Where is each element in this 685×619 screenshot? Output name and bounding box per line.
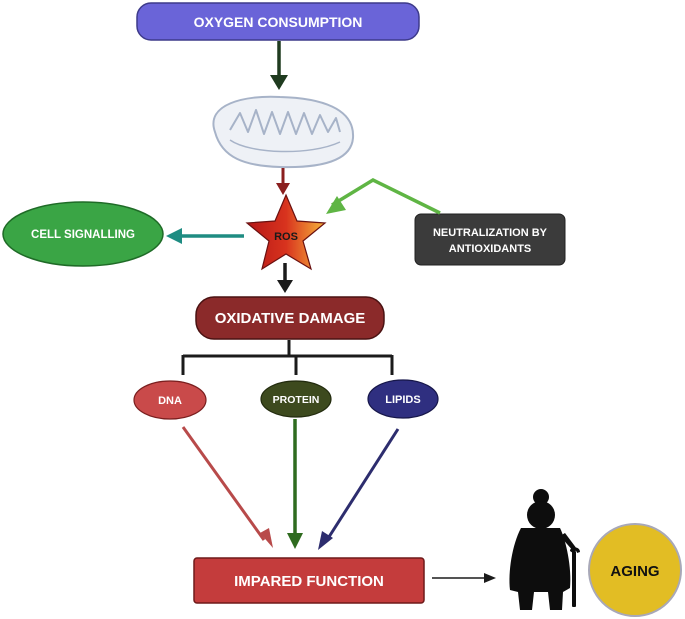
oxygen-consumption-node: OXYGEN CONSUMPTION [136, 2, 420, 41]
dna-label: DNA [158, 395, 182, 407]
arrow-protein-to-impaired [287, 419, 303, 549]
branch-connector [181, 340, 394, 375]
elderly-person-icon [509, 489, 580, 610]
oxidative-damage-node: OXIDATIVE DAMAGE [195, 296, 385, 340]
arrow-mitochondrion-to-ros [276, 168, 290, 195]
mitochondrion-icon [212, 95, 355, 169]
neutralization-node: NEUTRALIZATION BY ANTIOXIDANTS [414, 213, 566, 266]
arrow-impaired-to-aging [432, 573, 496, 583]
impaired-function-node: IMPARED FUNCTION [193, 557, 425, 604]
arrow-neutralization-to-ros [326, 178, 441, 215]
arrow-ros-to-cell-signalling [166, 228, 244, 244]
neutralization-label-line1: NEUTRALIZATION BY [433, 227, 548, 239]
ros-node: ROS [245, 193, 327, 271]
cell-signalling-node: CELL SIGNALLING [2, 201, 164, 267]
aging-label: AGING [610, 563, 659, 580]
dna-node: DNA [133, 380, 207, 420]
impaired-function-label: IMPARED FUNCTION [234, 573, 384, 590]
oxidative-damage-label: OXIDATIVE DAMAGE [215, 310, 366, 327]
protein-node: PROTEIN [260, 380, 332, 418]
lipids-label: LIPIDS [385, 394, 420, 406]
lipids-node: LIPIDS [367, 379, 439, 419]
arrow-dna-to-impaired [181, 426, 273, 548]
arrow-ros-to-oxidative-damage [277, 263, 293, 293]
arrow-oxygen-to-mitochondrion [270, 41, 288, 90]
oxygen-consumption-label: OXYGEN CONSUMPTION [194, 14, 363, 30]
arrow-lipids-to-impaired [318, 428, 400, 550]
ros-label: ROS [274, 231, 298, 243]
cell-signalling-label: CELL SIGNALLING [31, 229, 135, 241]
neutralization-label-line2: ANTIOXIDANTS [449, 243, 532, 255]
protein-label: PROTEIN [273, 394, 320, 406]
aging-node: AGING [588, 523, 682, 617]
